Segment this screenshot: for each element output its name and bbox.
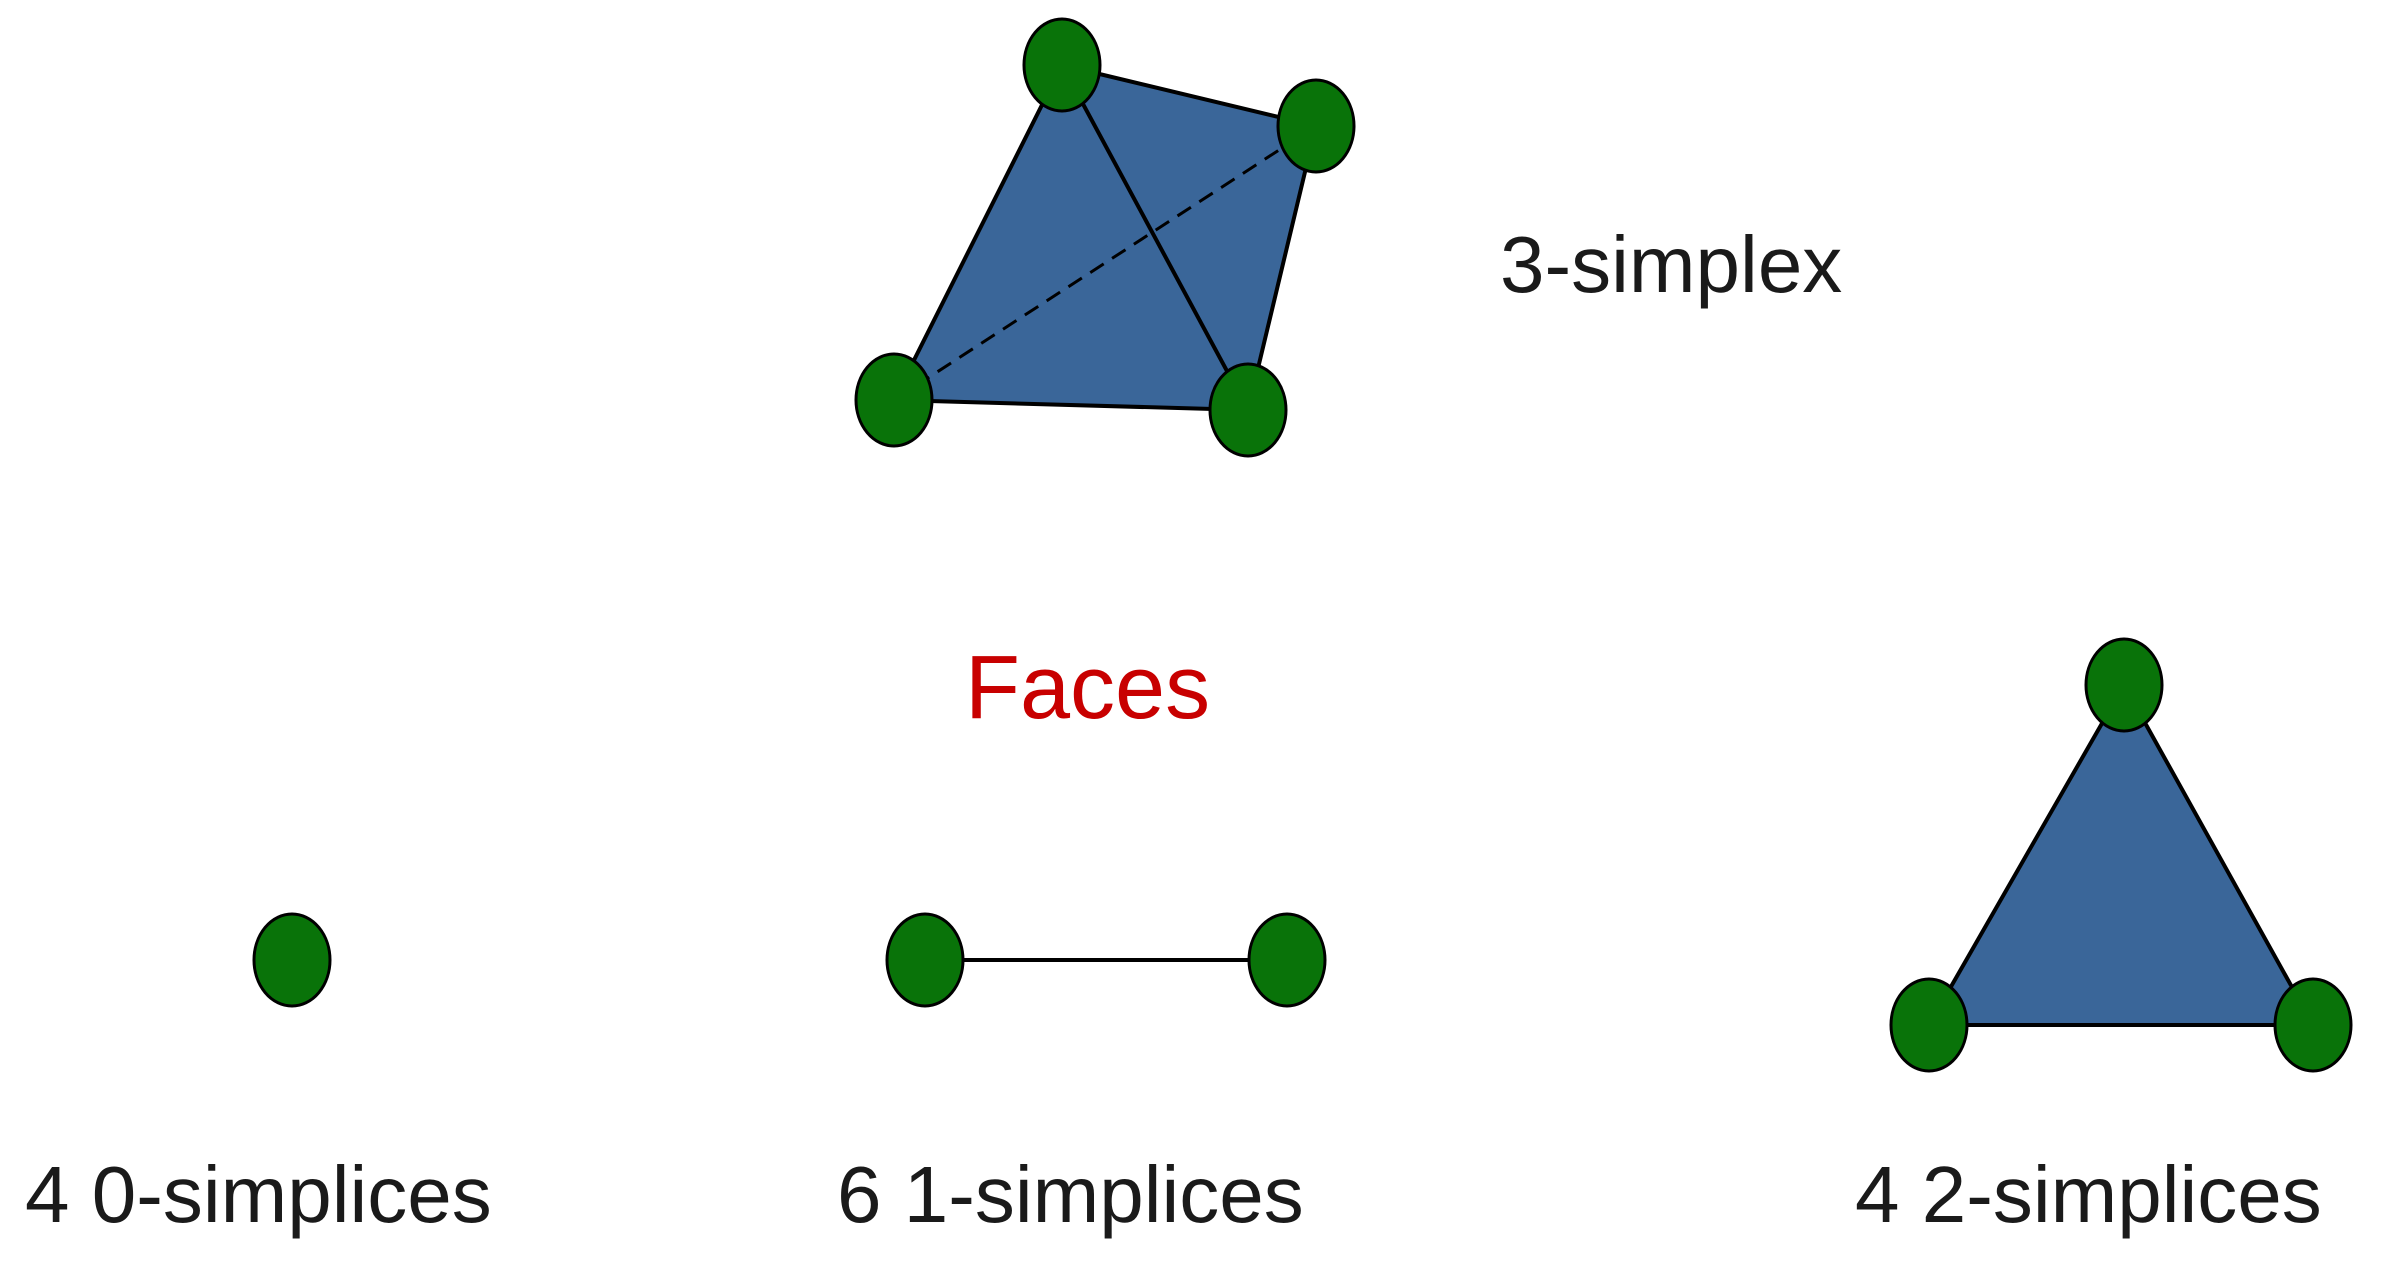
tetrahedron-label: 3-simplex [1500, 220, 1842, 309]
two-simplex [1889, 637, 2353, 1073]
tetrahedron [854, 17, 1356, 458]
edge-vertex-left [885, 912, 965, 1008]
one-simplex [885, 912, 1327, 1008]
triangle-face [1927, 683, 2315, 1027]
tetrahedron-vertex-top [1022, 17, 1102, 113]
triangle-vertex-top [2084, 637, 2164, 733]
triangles-label: 4 2-simplices [1855, 1150, 2322, 1239]
zero-simplex [252, 912, 332, 1008]
edges-label: 6 1-simplices [837, 1150, 1304, 1239]
tetrahedron-vertex-left [854, 352, 934, 448]
vertices-label: 4 0-simplices [25, 1150, 492, 1239]
triangle-vertex-right [2273, 977, 2353, 1073]
edge-vertex-right [1247, 912, 1327, 1008]
tetrahedron-body [892, 63, 1318, 412]
tetrahedron-front-edge [1060, 64, 1250, 411]
tetrahedron-vertex-right [1276, 78, 1356, 174]
triangle-vertex-left [1889, 977, 1969, 1073]
single-vertex [252, 912, 332, 1008]
tetrahedron-vertex-bottom [1208, 362, 1288, 458]
faces-heading: Faces [965, 638, 1210, 738]
tetrahedron-hidden-edge [893, 124, 1317, 402]
